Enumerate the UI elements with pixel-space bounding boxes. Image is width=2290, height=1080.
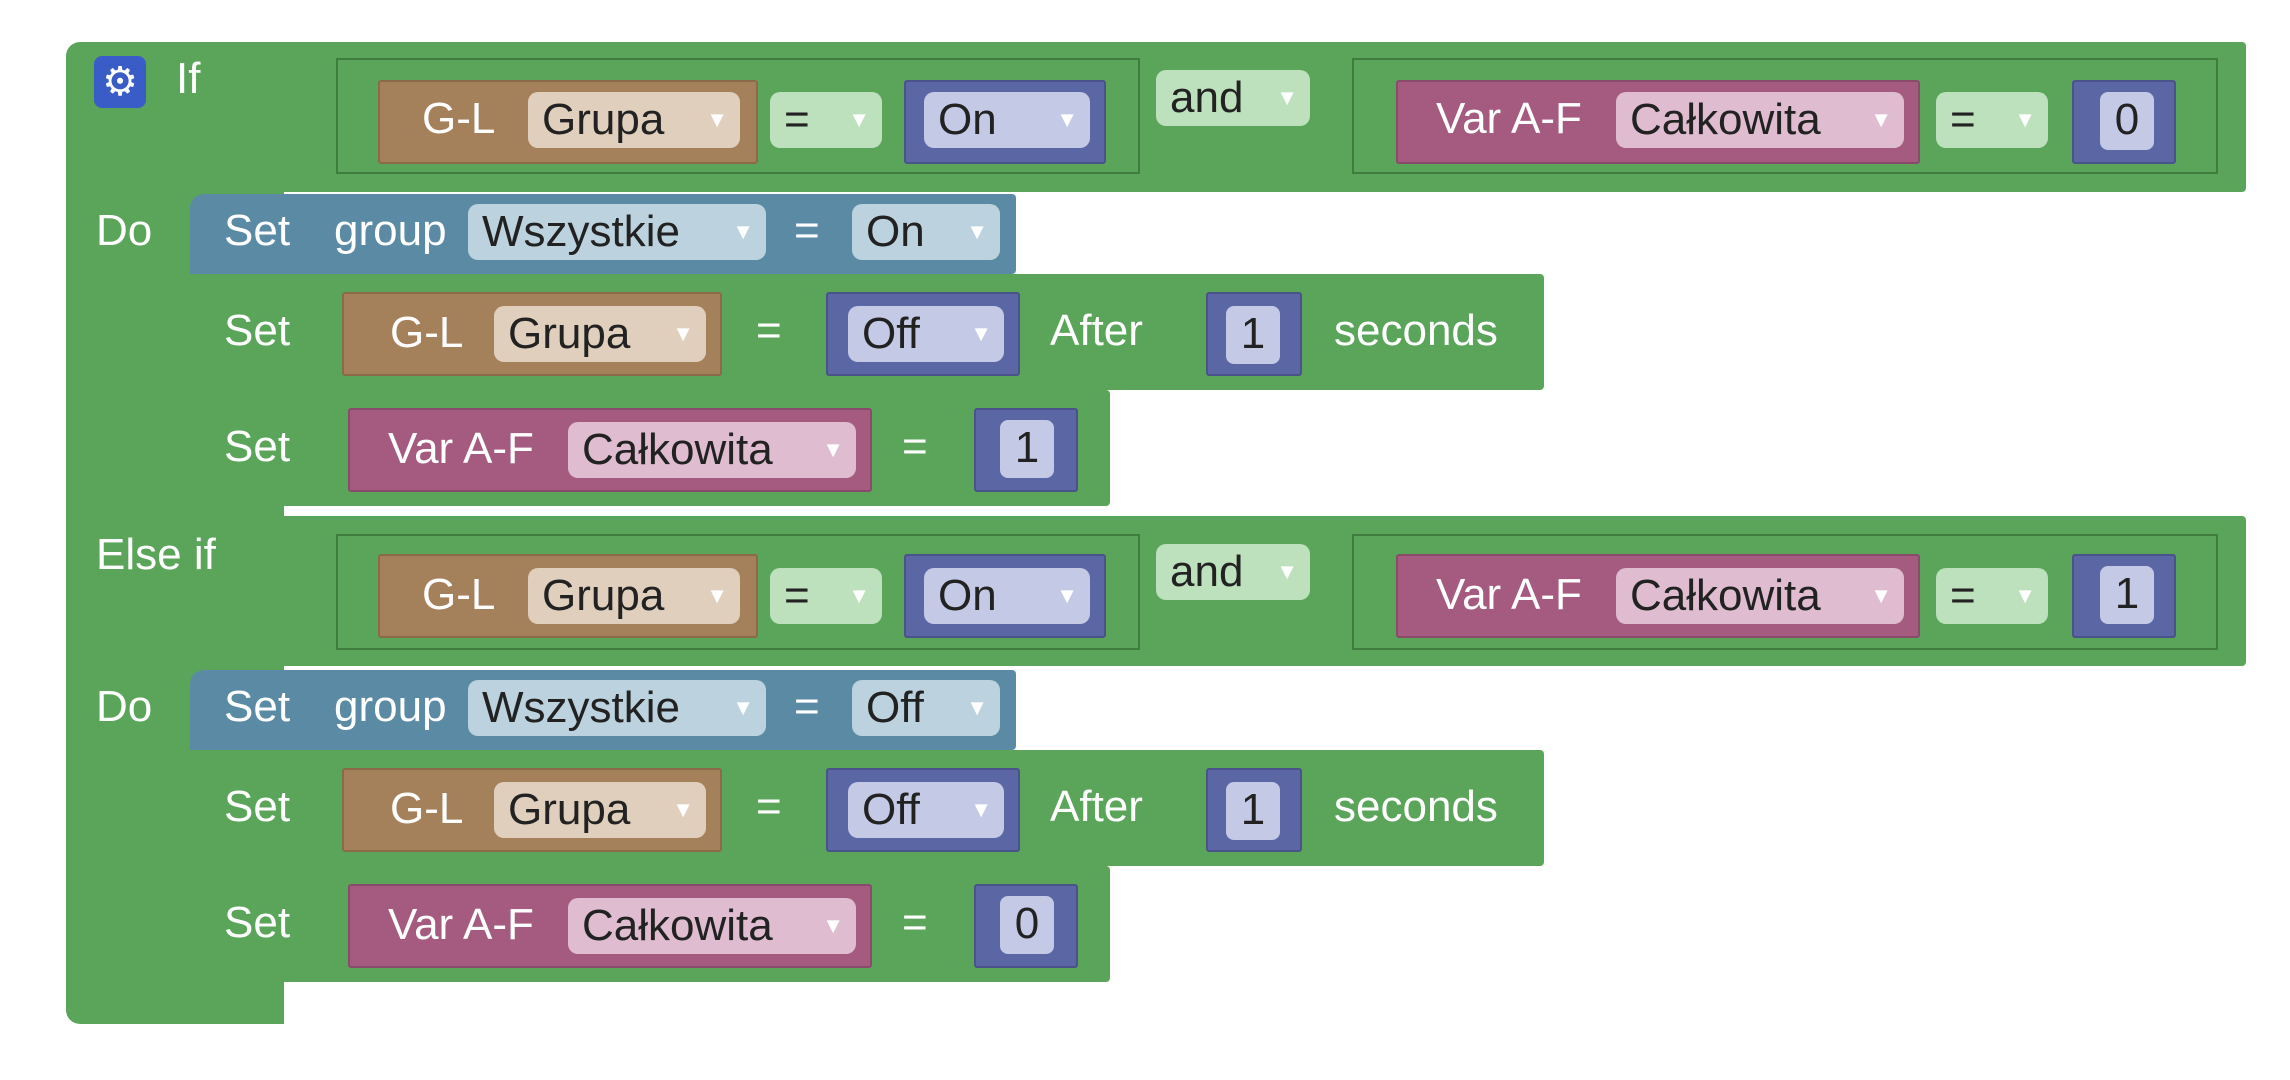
grupa-dropdown[interactable]: Grupa▼ xyxy=(528,92,740,148)
dropdown-arrow-icon: ▼ xyxy=(966,695,988,720)
operator-dropdown[interactable]: =▼ xyxy=(770,92,882,148)
calkowita-dropdown[interactable]: Całkowita▼ xyxy=(1616,92,1904,148)
number-field[interactable]: 0 xyxy=(2100,92,2154,150)
number-field[interactable]: 1 xyxy=(1226,782,1280,840)
gear-icon[interactable]: ⚙ xyxy=(94,56,146,108)
dropdown-arrow-icon: ▼ xyxy=(706,583,728,608)
device-label: G-L xyxy=(422,94,496,143)
dropdown-arrow-icon: ▼ xyxy=(1056,583,1078,608)
device-label: G-L xyxy=(390,784,464,833)
and-dropdown[interactable]: and▼ xyxy=(1156,70,1310,126)
and-dropdown[interactable]: and▼ xyxy=(1156,544,1310,600)
dropdown-arrow-icon: ▼ xyxy=(732,219,754,244)
operator-dropdown[interactable]: =▼ xyxy=(1936,568,2048,624)
variable-label: Var A-F xyxy=(1436,570,1582,619)
elseif-label: Else if xyxy=(96,530,216,579)
dropdown-arrow-icon: ▼ xyxy=(970,797,992,822)
group-label: group xyxy=(334,682,447,731)
calkowita-dropdown[interactable]: Całkowita▼ xyxy=(568,422,856,478)
device-label: G-L xyxy=(390,308,464,357)
grupa-dropdown[interactable]: Grupa▼ xyxy=(528,568,740,624)
on-dropdown[interactable]: On▼ xyxy=(852,204,1000,260)
grupa-dropdown[interactable]: Grupa▼ xyxy=(494,782,706,838)
off-dropdown[interactable]: Off▼ xyxy=(848,306,1004,362)
set-label: Set xyxy=(224,898,291,947)
calkowita-dropdown[interactable]: Całkowita▼ xyxy=(1616,568,1904,624)
calkowita-dropdown[interactable]: Całkowita▼ xyxy=(568,898,856,954)
eq-label: = xyxy=(902,898,928,947)
set-label: Set xyxy=(224,682,291,731)
operator-dropdown[interactable]: =▼ xyxy=(1936,92,2048,148)
set-label: Set xyxy=(224,782,291,831)
eq-label: = xyxy=(756,306,782,355)
wszystkie-dropdown[interactable]: Wszystkie▼ xyxy=(468,680,766,736)
off-dropdown[interactable]: Off▼ xyxy=(852,680,1000,736)
dropdown-arrow-icon: ▼ xyxy=(848,107,870,132)
wszystkie-dropdown[interactable]: Wszystkie▼ xyxy=(468,204,766,260)
if-block-bottom xyxy=(66,992,284,1022)
dropdown-arrow-icon: ▼ xyxy=(822,913,844,938)
grupa-dropdown[interactable]: Grupa▼ xyxy=(494,306,706,362)
variable-label: Var A-F xyxy=(388,424,534,473)
do-label: Do xyxy=(96,206,153,255)
number-field[interactable]: 1 xyxy=(1000,420,1054,478)
dropdown-arrow-icon: ▼ xyxy=(2014,583,2036,608)
number-field[interactable]: 1 xyxy=(1226,306,1280,364)
dropdown-arrow-icon: ▼ xyxy=(1276,559,1298,584)
dropdown-arrow-icon: ▼ xyxy=(706,107,728,132)
on-dropdown[interactable]: On▼ xyxy=(924,568,1090,624)
dropdown-arrow-icon: ▼ xyxy=(2014,107,2036,132)
dropdown-arrow-icon: ▼ xyxy=(1056,107,1078,132)
on-dropdown[interactable]: On▼ xyxy=(924,92,1090,148)
do-label: Do xyxy=(96,682,153,731)
seconds-label: seconds xyxy=(1334,782,1498,831)
set-label: Set xyxy=(224,422,291,471)
eq-label: = xyxy=(756,782,782,831)
after-label: After xyxy=(1050,306,1143,355)
if-label: If xyxy=(176,54,201,103)
variable-label: Var A-F xyxy=(388,900,534,949)
dropdown-arrow-icon: ▼ xyxy=(970,321,992,346)
dropdown-arrow-icon: ▼ xyxy=(966,219,988,244)
off-dropdown[interactable]: Off▼ xyxy=(848,782,1004,838)
dropdown-arrow-icon: ▼ xyxy=(672,797,694,822)
dropdown-arrow-icon: ▼ xyxy=(1870,107,1892,132)
eq-label: = xyxy=(902,422,928,471)
dropdown-arrow-icon: ▼ xyxy=(672,321,694,346)
eq-label: = xyxy=(794,206,820,255)
eq-label: = xyxy=(794,682,820,731)
number-field[interactable]: 0 xyxy=(1000,896,1054,954)
dropdown-arrow-icon: ▼ xyxy=(1870,583,1892,608)
device-label: G-L xyxy=(422,570,496,619)
number-field[interactable]: 1 xyxy=(2100,566,2154,624)
dropdown-arrow-icon: ▼ xyxy=(732,695,754,720)
dropdown-arrow-icon: ▼ xyxy=(848,583,870,608)
set-label: Set xyxy=(224,206,291,255)
seconds-label: seconds xyxy=(1334,306,1498,355)
set-label: Set xyxy=(224,306,291,355)
operator-dropdown[interactable]: =▼ xyxy=(770,568,882,624)
dropdown-arrow-icon: ▼ xyxy=(822,437,844,462)
group-label: group xyxy=(334,206,447,255)
dropdown-arrow-icon: ▼ xyxy=(1276,85,1298,110)
after-label: After xyxy=(1050,782,1143,831)
variable-label: Var A-F xyxy=(1436,94,1582,143)
